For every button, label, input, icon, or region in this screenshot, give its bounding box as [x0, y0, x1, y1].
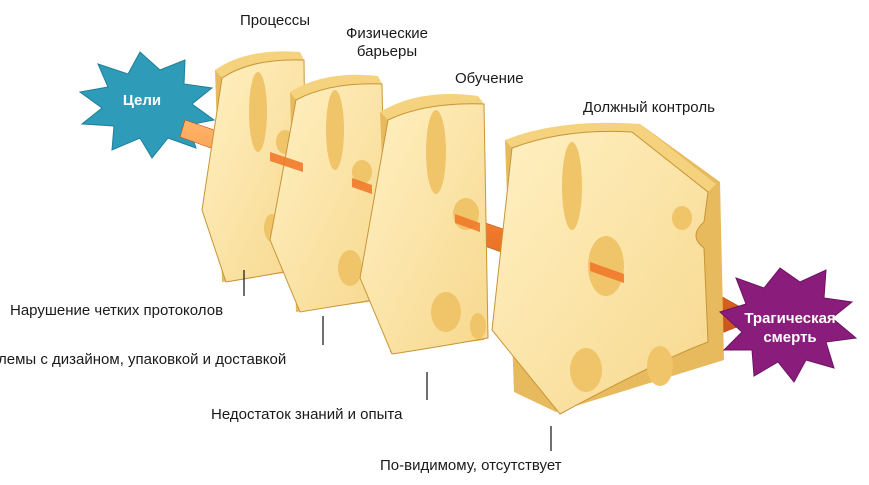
failure-label-absent: По-видимому, отсутствует — [380, 457, 562, 475]
barrier-label-physical: Физические барьеры — [337, 25, 437, 61]
failure-label-knowledge: Недостаток знаний и опыта — [211, 406, 402, 424]
tragic-death-label: Трагическая смерть — [728, 309, 852, 347]
tragic-death-line-1: Трагическая — [728, 309, 852, 328]
failure-label-design: лемы с дизайном, упаковкой и доставкой — [0, 351, 286, 369]
failure-label-protocols: Нарушение четких протоколов — [10, 302, 223, 320]
barrier-label-physical-line-1: Физические — [337, 25, 437, 43]
barrier-label-due-control: Должный контроль — [583, 99, 715, 117]
goals-label: Цели — [98, 91, 186, 110]
barrier-label-processes: Процессы — [240, 12, 310, 30]
barrier-label-training: Обучение — [455, 70, 524, 88]
barrier-label-physical-line-2: барьеры — [337, 43, 437, 61]
tragic-death-line-2: смерть — [728, 328, 852, 347]
